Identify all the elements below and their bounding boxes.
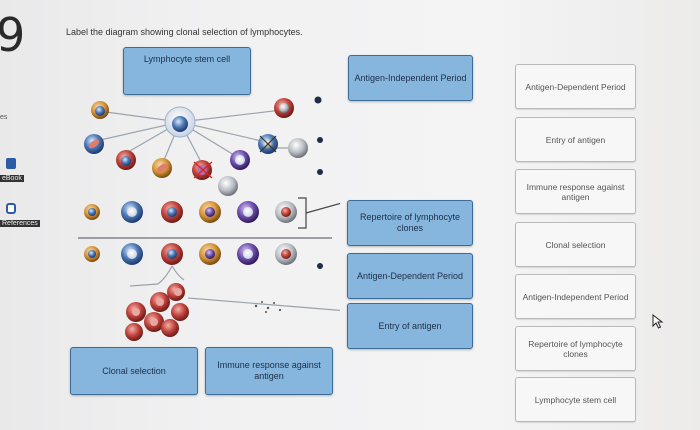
antibody-dots (254, 301, 282, 313)
clonal-expansion-cells (125, 283, 189, 341)
drop-zone-repertoire[interactable]: Repertoire of lymphocyte clones (347, 200, 473, 246)
drop-zone-antigen-independent[interactable]: Antigen-Independent Period (348, 55, 473, 101)
antigen-dependent-row (84, 243, 323, 269)
bank-label-stem-cell[interactable]: Lymphocyte stem cell (515, 377, 636, 422)
drop-zone-immune-response[interactable]: Immune response against antigen (205, 347, 333, 395)
bank-label-immune-response[interactable]: Immune response against antigen (515, 169, 636, 214)
expansion-arrows (129, 265, 340, 311)
cursor-icon (652, 314, 664, 329)
drop-zone-entry-of-antigen[interactable]: Entry of antigen (347, 303, 473, 349)
drop-zone-clonal-selection[interactable]: Clonal selection (70, 347, 198, 395)
bank-label-antigen-independent[interactable]: Antigen-Independent Period (515, 274, 636, 319)
sidebar-item-ebook[interactable]: eBook (0, 175, 24, 182)
question-prompt: Label the diagram showing clonal selecti… (66, 27, 303, 37)
sidebar-item-label[interactable]: es (0, 114, 8, 121)
clonal-selection-diagram (78, 96, 340, 341)
question-number: 9 (0, 8, 26, 62)
drop-zone-stem-cell[interactable]: Lymphocyte stem cell (123, 47, 251, 95)
bank-label-clonal-selection[interactable]: Clonal selection (515, 222, 636, 267)
bank-label-antigen-dependent[interactable]: Antigen-Dependent Period (515, 64, 636, 109)
sidebar-item-references[interactable]: References (0, 220, 40, 227)
drop-zone-antigen-dependent[interactable]: Antigen-Dependent Period (347, 253, 473, 299)
book-icon[interactable] (6, 158, 16, 169)
repertoire-row (84, 197, 340, 229)
bank-label-repertoire[interactable]: Repertoire of lymphocyte clones (515, 326, 636, 371)
differentiated-cells (84, 96, 323, 196)
stem-cell-nucleus (172, 116, 188, 132)
bank-label-entry-of-antigen[interactable]: Entry of antigen (515, 117, 636, 162)
references-icon[interactable] (6, 203, 16, 214)
